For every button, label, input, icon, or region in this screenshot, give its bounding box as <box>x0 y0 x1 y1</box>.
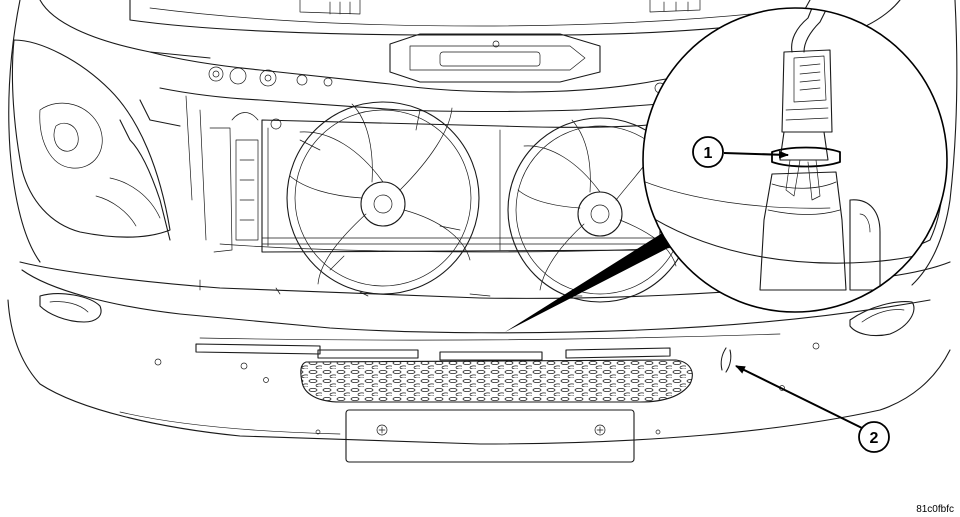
hood-latch <box>389 33 601 83</box>
bumper-lower-edge <box>7 299 951 445</box>
upper-crossmember <box>149 51 721 93</box>
sensor-clip <box>771 146 841 168</box>
callout-1: 1 <box>692 136 789 168</box>
electrical-connector <box>781 49 833 133</box>
callout-2: 2 <box>735 365 890 453</box>
left-fog-recess <box>39 293 102 323</box>
callout-1-label: 1 <box>704 145 713 162</box>
callout-2-label: 2 <box>870 430 879 447</box>
sensor-wire <box>791 8 827 53</box>
right-fog-recess <box>849 301 915 337</box>
sensor-location-mark <box>720 347 732 373</box>
detail-leader-wedge <box>505 232 672 332</box>
lower-grille <box>300 359 693 403</box>
sensor-body <box>759 171 847 291</box>
figure-code: 81c0fbfc <box>916 504 954 515</box>
detail-magnifier <box>642 7 948 313</box>
callout-1-circle <box>692 136 724 168</box>
fan-shroud <box>261 119 661 253</box>
left-cooling-fan <box>286 101 480 295</box>
callout-2-circle <box>858 421 890 453</box>
vehicle-body <box>8 0 958 286</box>
callout-2-arrow <box>735 365 863 429</box>
callout-1-arrow <box>723 150 789 159</box>
license-plate <box>345 409 635 463</box>
hood-outline <box>8 0 958 286</box>
left-headlamp <box>11 39 171 238</box>
